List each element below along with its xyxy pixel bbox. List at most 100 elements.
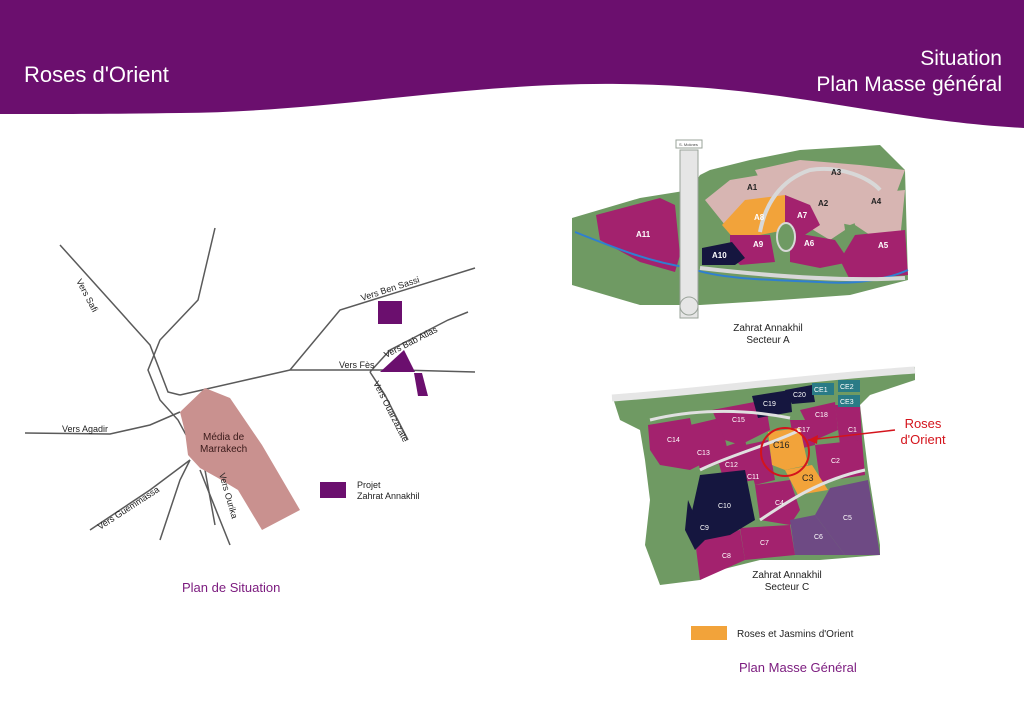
lot-CE1	[812, 383, 834, 395]
lot-label-C13: C13	[697, 450, 710, 457]
lot-label-C20: C20	[793, 392, 806, 399]
lot-label-A10: A10	[712, 251, 727, 260]
lot-label-C16: C16	[773, 440, 790, 450]
sector-a-caption-line1: Zahrat Annakhil	[733, 323, 803, 334]
callout-line	[807, 429, 896, 441]
lot-label-C4: C4	[775, 500, 784, 507]
lot-label-A3: A3	[831, 168, 842, 177]
road-label-agadir: Vers Agadir	[62, 424, 108, 434]
sector-c-plan: CE1 CE2 CE3 C1 C2 C3 C4 C5 C6 C7 C8 C9 C…	[611, 366, 946, 593]
project-legend-line2: Zahrat Annakhil	[357, 491, 420, 501]
road-label-ouarzazate: Vers Ouarzazate	[371, 379, 410, 443]
lot-label-C8: C8	[722, 553, 731, 560]
lot-C14	[648, 418, 700, 470]
lot-C8	[695, 530, 745, 580]
lot-A6	[790, 232, 850, 268]
lot-C5	[815, 480, 880, 555]
project-legend-line1: Projet	[357, 480, 381, 490]
lot-C18	[800, 402, 838, 440]
roundabout-a	[679, 296, 699, 316]
lot-label-A1: A1	[747, 183, 758, 192]
situation-caption: Plan de Situation	[182, 580, 280, 595]
lot-label-C12: C12	[725, 462, 738, 469]
callout-arrow-icon	[808, 435, 818, 444]
lot-label-C15: C15	[732, 417, 745, 424]
sector-c-caption-line1: Zahrat Annakhil	[752, 570, 822, 581]
lot-C11	[745, 440, 775, 485]
sector-a-plan: S. Moknes A1 A2 A3 A4 A5 A6 A7 A8 A9 A10…	[572, 139, 909, 346]
sector-a-labels: A1 A2 A3 A4 A5 A6 A7 A8 A9 A10 A11	[636, 168, 889, 260]
lot-label-A5: A5	[878, 241, 889, 250]
lot-C10	[690, 470, 755, 540]
callout-line1: Roses	[905, 416, 942, 431]
sector-c-caption-line2: Secteur C	[765, 582, 809, 593]
lot-label-A8: A8	[754, 213, 765, 222]
main-road-a	[679, 149, 699, 319]
lot-label-C10: C10	[718, 503, 731, 510]
sector-c-labels: CE1 CE2 CE3 C1 C2 C3 C4 C5 C6 C7 C8 C9 C…	[667, 384, 857, 560]
lot-label-C11: C11	[747, 474, 759, 481]
lot-label-A9: A9	[753, 240, 764, 249]
road-sign-box	[675, 139, 703, 149]
lot-label-C2: C2	[831, 458, 840, 465]
callout-line2: d'Orient	[900, 432, 946, 447]
lot-label-C17: C17	[797, 427, 810, 434]
sector-a-caption-line2: Secteur A	[746, 335, 790, 346]
lot-label-A2: A2	[818, 199, 829, 208]
lot-label-C7: C7	[760, 540, 769, 547]
road-sign: S. Moknes	[679, 142, 698, 147]
project-parcel-1	[378, 301, 402, 324]
page-title-situation: Situation	[920, 47, 1002, 70]
lot-label-C19: C19	[763, 401, 776, 408]
lot-label-C3: C3	[802, 473, 814, 483]
lot-CE2	[838, 380, 860, 392]
lot-label-A11: A11	[636, 230, 651, 239]
lot-label-CE1: CE1	[814, 387, 828, 394]
lot-C6	[790, 515, 845, 555]
lot-label-C9: C9	[700, 525, 709, 532]
road-label-fes: Vers Fès	[339, 360, 375, 370]
situation-map: Média de Marrakech Vers Safi Vers Ben Sa…	[24, 227, 476, 595]
roses-legend-swatch	[691, 626, 727, 640]
road-label-guemmassa: Vers Guemmassa	[96, 484, 161, 531]
brand-title: Roses d'Orient	[24, 62, 169, 87]
lot-C2	[815, 440, 865, 482]
project-parcel-2	[380, 350, 415, 372]
project-legend-swatch	[320, 482, 346, 498]
lot-label-C14: C14	[667, 437, 680, 444]
lot-C9	[685, 500, 705, 550]
lot-C20	[785, 385, 815, 404]
pond-a	[776, 222, 796, 252]
lot-label-CE2: CE2	[840, 384, 854, 391]
city-label-line1: Média de	[203, 432, 245, 443]
lot-A4	[850, 190, 905, 240]
lot-label-A4: A4	[871, 197, 882, 206]
road-network	[24, 227, 476, 546]
road-a-loop	[699, 166, 906, 282]
city-label-line2: Marrakech	[200, 444, 247, 455]
road-c-top	[611, 366, 916, 402]
header-band	[0, 0, 1024, 128]
plan-masse-caption: Plan Masse Général	[739, 660, 857, 675]
road-c-inner	[649, 409, 866, 522]
marrakech-area	[180, 388, 300, 530]
lot-CE3	[838, 395, 860, 407]
lot-label-C5: C5	[843, 515, 852, 522]
project-parcel-3	[414, 373, 428, 396]
lot-label-A7: A7	[797, 211, 808, 220]
roses-legend-label: Roses et Jasmins d'Orient	[737, 629, 854, 640]
lot-C19	[752, 390, 792, 418]
road-label-bab-atlas: Vers Bab Atlas	[382, 324, 439, 360]
lot-C4	[755, 480, 800, 525]
lot-A5	[840, 230, 908, 280]
lot-label-CE3: CE3	[840, 399, 854, 406]
lot-label-A6: A6	[804, 239, 815, 248]
lot-A10	[702, 242, 745, 265]
lot-C7	[740, 525, 795, 560]
lot-A11	[596, 198, 680, 272]
roses-orient-highlight	[760, 427, 810, 477]
page-title-plan: Plan Masse général	[816, 73, 1002, 96]
lot-label-C18: C18	[815, 412, 828, 419]
lot-label-C1: C1	[848, 427, 857, 434]
